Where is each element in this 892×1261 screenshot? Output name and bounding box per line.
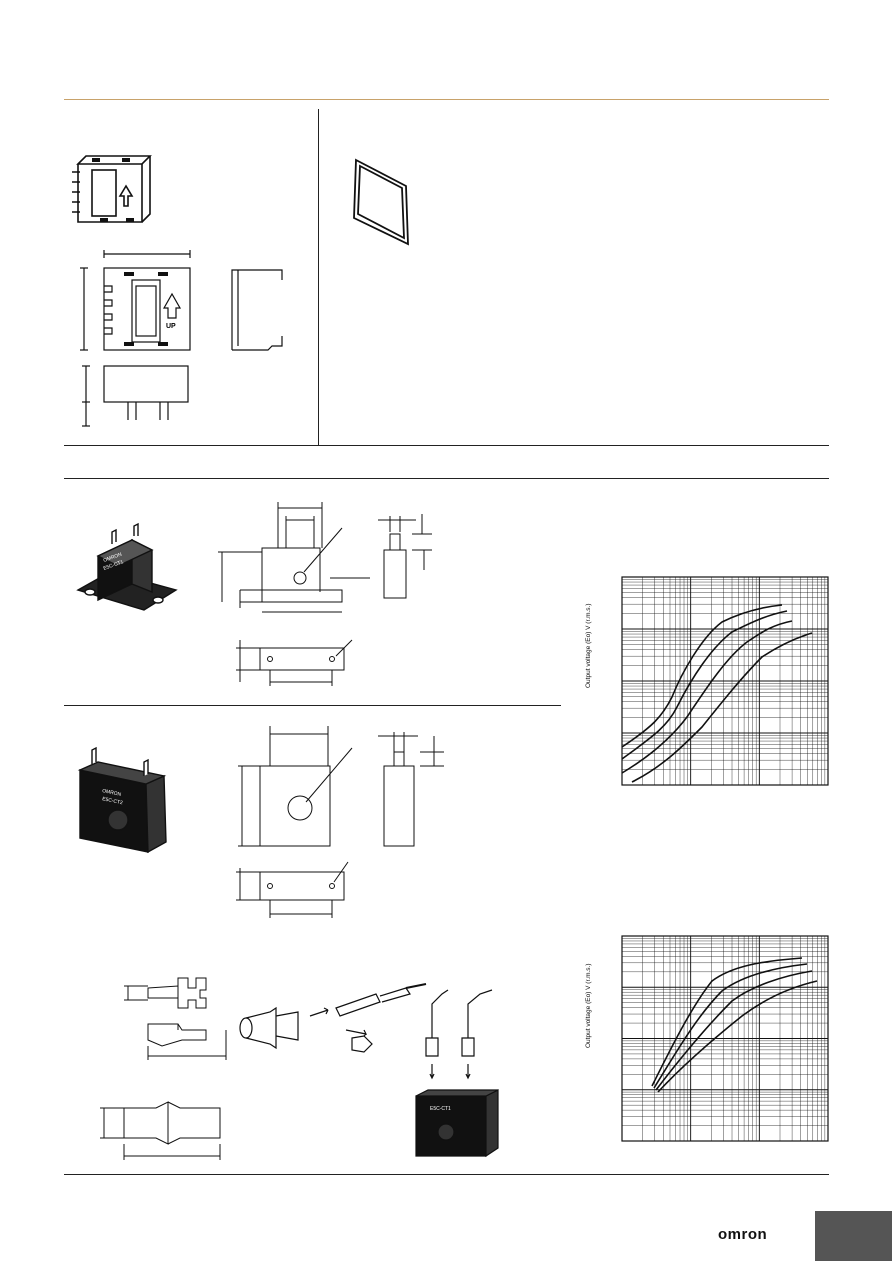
- chart-top: [621, 576, 829, 786]
- header-rule: [64, 99, 829, 100]
- sensor-ct1-front-dims: [218, 502, 370, 613]
- section-rule-2: [64, 478, 829, 479]
- section-rule-4: [64, 1174, 829, 1175]
- connector-sensor-model: E5C-CT1: [430, 1106, 451, 1112]
- sensor-ct2-side-dims: [378, 732, 444, 847]
- sensor-ct1-side-dims: [378, 514, 432, 599]
- terminal-sleeve-drawing: [100, 1101, 221, 1160]
- connector-insert-drawing: E5C-CT1: [415, 989, 499, 1158]
- sensor-ct1-isometric: OMRON E5C-CT1: [76, 522, 178, 611]
- chart-bottom-ylabel: Output voltage (Eo) V (r.m.s.): [585, 963, 592, 1048]
- sensor-ct2-bottom-dims: [236, 861, 349, 918]
- brand-logo: omron: [718, 1226, 768, 1243]
- square-cover-drawing: [353, 158, 409, 246]
- section-rule-3: [64, 705, 561, 706]
- chart-bottom: [621, 935, 829, 1142]
- socket-side-view: [231, 269, 283, 351]
- sensor-ct2-isometric: OMRON E5C-CT2: [77, 746, 167, 854]
- chart-top-ylabel: Output voltage (Eo) V (r.m.s.): [585, 603, 592, 688]
- connector-assembly-drawing: [239, 983, 427, 1053]
- socket-isometric-drawing: [72, 155, 152, 223]
- sensor-ct1-bottom-dims: [236, 639, 353, 686]
- section-rule-1: [64, 445, 829, 446]
- page-tab-marker: [815, 1211, 892, 1261]
- terminal-pin-drawing: [124, 977, 227, 1060]
- socket-up-label: UP: [166, 323, 176, 330]
- sensor-ct2-front-dims: [238, 726, 353, 847]
- column-divider: [318, 109, 319, 445]
- socket-front-view: UP: [80, 250, 191, 351]
- sensor-ct2-model: E5C-CT2: [102, 796, 124, 806]
- sensor-ct2-brand: OMRON: [102, 788, 122, 798]
- socket-bottom-view: [82, 365, 189, 427]
